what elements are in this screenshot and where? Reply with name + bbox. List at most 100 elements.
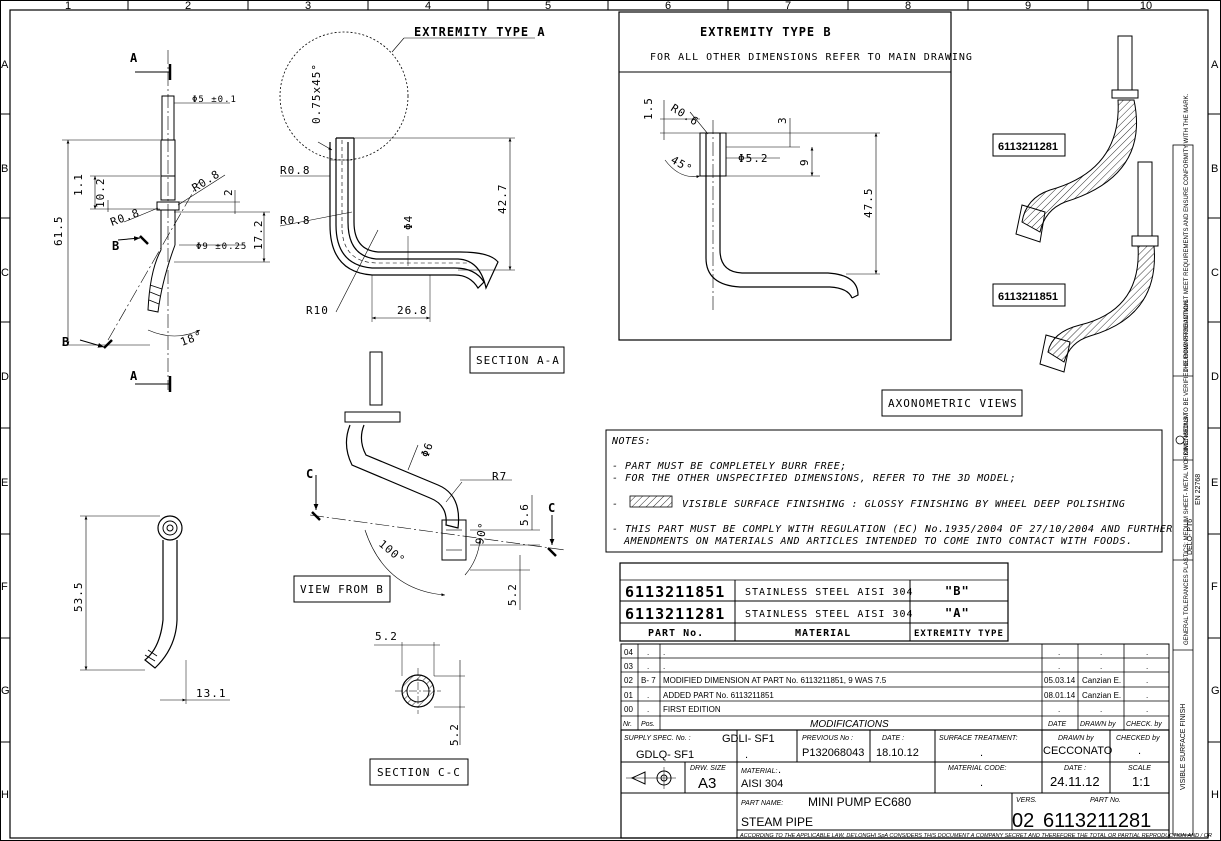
- row-label: F: [1, 581, 8, 593]
- rev-drawn: .: [1100, 648, 1102, 657]
- row-label: B: [1211, 163, 1218, 175]
- section-cc-label: SECTION C-C: [377, 766, 461, 779]
- row-label: F: [1211, 581, 1218, 593]
- dim-label: 47.5: [862, 188, 875, 219]
- axo-part-number: 6113211851: [998, 291, 1058, 303]
- row-label: G: [1211, 685, 1220, 697]
- previous-label: PREVIOUS No :: [802, 735, 853, 742]
- date-label: DATE :: [882, 735, 904, 742]
- section-cc-view: [374, 642, 465, 745]
- front-view-labels: A A B B Φ5 ±0.1 R0.8 R0.8 1.1 10.2 2 61.…: [52, 51, 265, 383]
- rev-header: Pos.: [641, 721, 655, 728]
- drawn-label: DRAWN by: [1058, 735, 1094, 742]
- dim-label: R0.6: [668, 102, 701, 129]
- side-text: EN 22768: [1195, 474, 1202, 505]
- vers-label: VERS.: [1016, 797, 1037, 804]
- notes-title: NOTES:: [611, 436, 651, 447]
- dim-label: 5.2: [448, 723, 461, 746]
- dim-label: 1.1: [72, 173, 85, 196]
- note-line: -: [612, 499, 619, 510]
- rev-header: MODIFICATIONS: [810, 719, 889, 730]
- drw-size-label: DRW. SIZE: [690, 765, 726, 772]
- col-label: 2: [185, 0, 191, 12]
- rev-text: .: [663, 662, 665, 671]
- dim-label: 5.6: [518, 503, 531, 526]
- legal-notice: ACCORDING TO THE APPLICABLE LAW, DE'LONG…: [739, 833, 1212, 839]
- axonometric-label: AXONOMETRIC VIEWS: [888, 397, 1018, 410]
- dim-label: 45°: [669, 153, 695, 176]
- extremity-b-title: EXTREMITY TYPE B: [700, 25, 832, 39]
- rev-check: .: [1146, 705, 1148, 714]
- row-label: G: [1, 685, 10, 697]
- hatch-legend-icon: [629, 495, 673, 508]
- conformity-mark-icon: [1175, 435, 1185, 445]
- col-label: 1: [65, 0, 71, 12]
- rev-check: .: [1146, 648, 1148, 657]
- note-line: - FOR THE OTHER UNSPECIFIED DIMENSIONS, …: [612, 473, 1016, 484]
- scale-value: 1:1: [1132, 774, 1150, 789]
- dim-label: 10.2: [94, 178, 107, 209]
- dim-label: 26.8: [397, 304, 428, 317]
- frame-labels: 1 2 3 4 5 6 7 8 9 10 A B C D E F G H A B…: [1, 0, 1220, 801]
- notes-box: [605, 429, 1163, 553]
- title-block: [620, 729, 1170, 839]
- row-label: H: [1, 789, 9, 801]
- dim-label: Φ9 ±0.25: [196, 242, 247, 252]
- dim-label: R7: [492, 470, 507, 483]
- dim-label: R0.8: [280, 164, 311, 177]
- material-code-value: .: [980, 777, 983, 789]
- view-from-b-labels: C C Φ6 R7 5.6 90° 100° 5.2: [306, 440, 555, 606]
- section-cc-labels: 5.2 5.2: [375, 630, 461, 746]
- dim-label: 3: [776, 116, 789, 124]
- dim-label: 90°: [473, 521, 490, 546]
- rev-header: DRAWN by: [1080, 721, 1116, 728]
- dim-label: 42.7: [496, 184, 509, 215]
- rev-check: .: [1146, 662, 1148, 671]
- dim-label: 61.5: [52, 216, 65, 247]
- dim-label: R0.8: [190, 167, 223, 194]
- rev-pos: .: [647, 691, 649, 700]
- extremity-cell: "B": [945, 584, 970, 598]
- rev-text: .: [663, 648, 665, 657]
- row-label: C: [1, 267, 9, 279]
- checked-value: .: [1138, 745, 1141, 757]
- part-number-cell: 6113211851: [625, 583, 725, 601]
- col-label: 8: [905, 0, 911, 12]
- surface-label: SURFACE TREATMENT:: [939, 735, 1018, 742]
- dim-label: 5.2: [375, 630, 398, 643]
- dim-label: R10: [306, 304, 329, 317]
- revisions-table: [620, 643, 1170, 731]
- supply-spec-2: GDLQ- SF1: [636, 749, 694, 761]
- rev-header: DATE: [1048, 721, 1066, 728]
- notes: NOTES: - PART MUST BE COMPLETELY BURR FR…: [611, 436, 1172, 547]
- material-cell: STAINLESS STEEL AISI 304: [745, 609, 914, 620]
- material-value: AISI 304: [741, 778, 783, 790]
- scale-label: SCALE: [1128, 765, 1151, 772]
- col-label: 7: [785, 0, 791, 12]
- table-header: EXTREMITY TYPE: [914, 629, 1004, 639]
- title-block-text: SUPPLY SPEC. No. : GDLI- SF1 GDLQ- SF1 .…: [624, 733, 1212, 839]
- supply-spec-label: SUPPLY SPEC. No. :: [624, 735, 691, 742]
- rev-text: ADDED PART No. 6113211851: [663, 691, 774, 700]
- dim-label: 13.1: [196, 687, 227, 700]
- date-value: 24.11.12: [1050, 774, 1100, 789]
- dim-label: Φ6: [419, 440, 436, 459]
- vers-value: 02: [1012, 810, 1034, 832]
- supply-spec-1: GDLI- SF1: [722, 733, 775, 745]
- view-from-b-label: VIEW FROM B: [300, 583, 384, 596]
- material-code-label: MATERIAL CODE:: [948, 765, 1007, 772]
- view-from-b-frame: [293, 575, 391, 603]
- col-label: 4: [425, 0, 431, 12]
- section-aa-label: SECTION A-A: [476, 354, 560, 367]
- rev-date: .: [1058, 705, 1060, 714]
- rev-header: Nr.: [623, 721, 632, 728]
- view-from-b: [309, 351, 566, 610]
- row-label: C: [1211, 267, 1219, 279]
- rev-date: .: [1058, 648, 1060, 657]
- dim-label: 18°: [179, 329, 205, 349]
- drw-size-value: A3: [698, 775, 716, 792]
- part-number-cell: 6113211281: [625, 605, 725, 623]
- side-strip-text: THE DOWNSTREAM MUST MEET REQUIREMENTS AN…: [1180, 93, 1202, 790]
- col-label: 6: [665, 0, 671, 12]
- rev-text: MODIFIED DIMENSION AT PART No. 611321185…: [663, 676, 887, 685]
